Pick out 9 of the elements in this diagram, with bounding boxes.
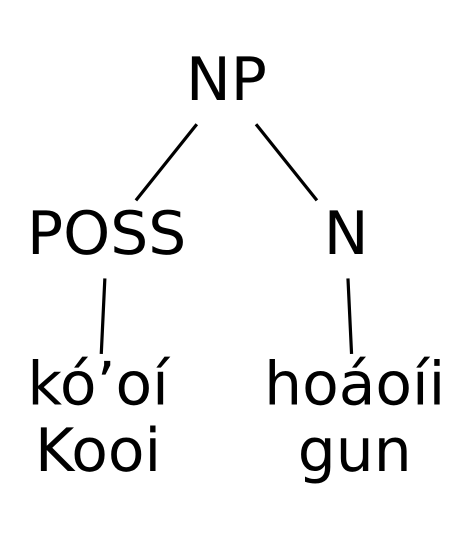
node-text: kó’oí Kooi <box>27 349 169 486</box>
connector <box>254 122 318 201</box>
node-text: hoáoíi gun <box>264 349 446 486</box>
node-text: NP <box>186 44 267 114</box>
connector <box>134 122 198 201</box>
connector <box>100 278 106 354</box>
node-text: POSS <box>27 198 186 268</box>
connector <box>346 278 354 354</box>
node-text: N <box>324 198 369 268</box>
